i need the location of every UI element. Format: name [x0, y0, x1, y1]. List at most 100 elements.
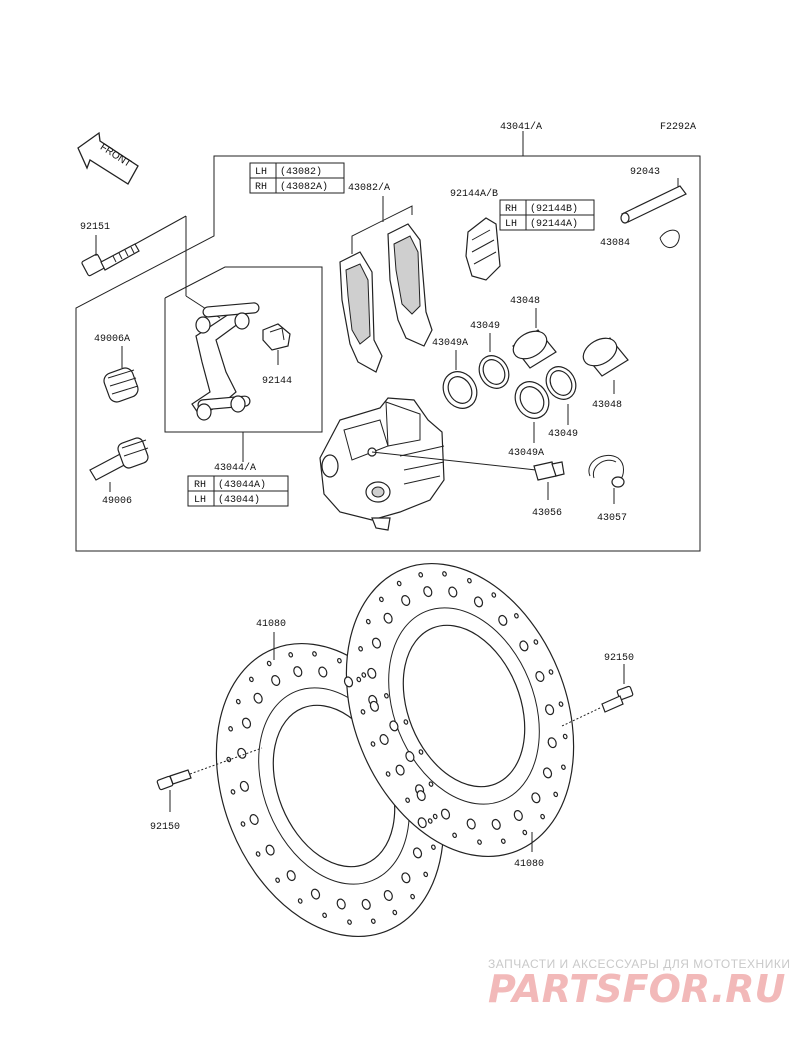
disc-hole [385, 771, 391, 777]
disc-hole [253, 692, 263, 704]
brake-pad-inner [339, 251, 383, 373]
label-43082a: 43082/A [348, 182, 390, 194]
label-49006: 49006 [102, 496, 132, 507]
disc-hole [428, 781, 434, 787]
disc-hole [240, 821, 246, 827]
label-43041: 43041/A [500, 121, 542, 133]
disc-hole [522, 829, 528, 836]
svg-text:(43082): (43082) [280, 166, 322, 178]
disc-hole [361, 898, 371, 910]
seal-43049-top [478, 355, 510, 389]
label-41080-right: 41080 [514, 859, 544, 870]
piston-43048-top [512, 329, 557, 369]
seal-43049a-top [442, 371, 478, 409]
disc-hole [347, 919, 352, 925]
svg-text:(43082A): (43082A) [280, 181, 328, 193]
disc-hole [498, 614, 508, 626]
disc-hole [440, 808, 451, 820]
svg-text:(43044A): (43044A) [218, 479, 266, 491]
disc-hole [405, 797, 410, 803]
svg-text:(92144B): (92144B) [530, 203, 578, 215]
disc-hole [401, 595, 411, 606]
table-92144: RH (92144B) LH (92144A) [499, 199, 595, 231]
disc-hole [477, 839, 482, 845]
disc-hole [383, 612, 393, 624]
disc-hole [542, 767, 553, 779]
disc-hole [255, 851, 261, 857]
disc-hole [365, 618, 371, 625]
disc-hole [369, 700, 379, 712]
svg-text:RH: RH [505, 204, 517, 215]
disc-hole [423, 586, 433, 598]
label-92150-right: 92150 [604, 653, 634, 664]
disc-hole [452, 832, 457, 839]
disc-hole [448, 586, 458, 598]
slide-pin-49006 [89, 437, 149, 481]
label-43084: 43084 [600, 238, 630, 249]
disc-hole [379, 734, 389, 745]
disc-hole [561, 764, 566, 770]
disc-hole [417, 817, 427, 829]
disc-hole [361, 672, 367, 678]
disc-hole [312, 651, 317, 657]
disc-hole [500, 838, 506, 844]
svg-text:RH: RH [255, 182, 267, 193]
disc-hole [418, 749, 424, 755]
disc-hole [371, 637, 382, 649]
disc-hole [318, 666, 328, 678]
label-43049-top: 43049 [470, 321, 500, 332]
disc-hole [547, 737, 557, 749]
front-arrow-icon: FRONT [77, 131, 139, 185]
disc-hole [401, 872, 411, 884]
disc-hole [416, 790, 426, 802]
label-43049a-top: 43049A [432, 338, 468, 349]
piston-43048-right [582, 337, 629, 377]
disc-hole [545, 704, 555, 716]
disc-hole [343, 676, 354, 688]
label-49006a: 49006A [94, 334, 130, 345]
disc-hole [405, 751, 415, 762]
disc-hole [360, 709, 366, 715]
pin-92043 [620, 185, 687, 224]
disc-hole [383, 890, 393, 901]
bolt-92150-right [601, 685, 634, 713]
disc-hole [275, 877, 280, 883]
disc-hole [288, 652, 294, 658]
label-43044a: 43044/A [214, 462, 256, 474]
disc-hole [367, 667, 377, 679]
bolt-92151 [81, 243, 140, 277]
disc-hole [403, 719, 409, 725]
watermark-logo: PARTSFOR.RU [488, 967, 786, 1011]
disc-hole [514, 613, 519, 619]
label-43056: 43056 [532, 508, 562, 519]
disc-hole [427, 818, 433, 824]
disc-hole [235, 698, 241, 705]
label-92151: 92151 [80, 222, 110, 233]
label-92144: 92144 [262, 376, 292, 387]
brake-pad-outer [387, 223, 433, 347]
disc-hole [297, 898, 303, 904]
clip-92144 [262, 323, 291, 351]
disc-hole [379, 596, 384, 603]
disc-hole [548, 669, 554, 675]
label-43057: 43057 [597, 513, 627, 524]
disc-hole [535, 671, 545, 682]
disc-hole [412, 847, 423, 859]
pad-spring-92144ab [465, 217, 501, 281]
watermark-tagline: ЗАПЧАСТИ И АКСЕССУАРЫ ДЛЯ МОТОТЕХНИКИ [488, 957, 790, 971]
bolt-92150-left [156, 769, 192, 791]
disc-hole [370, 918, 376, 924]
disc-hole [310, 888, 321, 900]
disc-hole [533, 639, 539, 645]
boot-49006a [103, 367, 139, 403]
disc-hole [265, 844, 275, 856]
disc-hole [418, 572, 424, 578]
label-92043: 92043 [630, 167, 660, 178]
disc-hole [540, 813, 545, 820]
disc-hole [271, 675, 281, 686]
disc-hole [442, 571, 447, 577]
disc-hole [431, 844, 436, 850]
disc-hole [531, 792, 541, 804]
disc-hole [473, 596, 484, 608]
